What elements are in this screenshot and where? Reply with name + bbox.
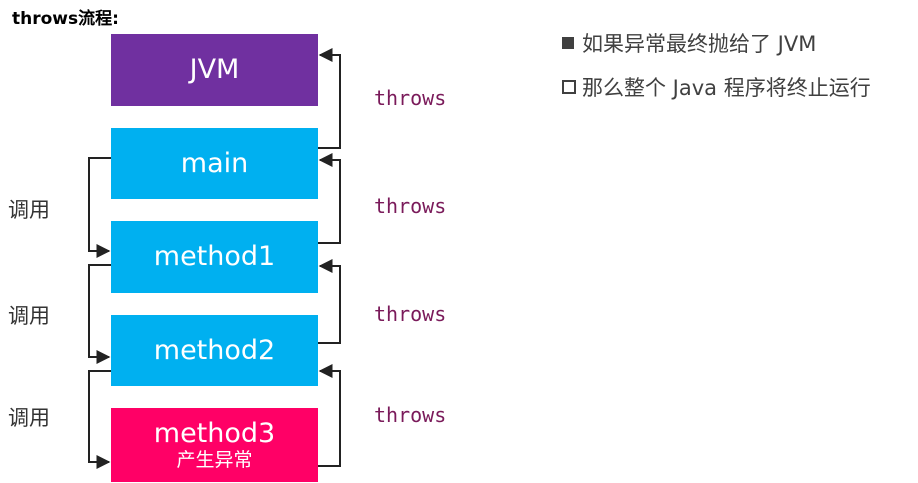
jvm-box-label: JVM xyxy=(189,54,240,86)
note-text: 那么整个 Java 程序将终止运行 xyxy=(582,76,871,100)
filled-square-bullet-icon xyxy=(562,37,574,49)
method1-box: method1 xyxy=(111,221,318,293)
diagram-title: throws流程: xyxy=(12,9,119,29)
method2-box-label: method2 xyxy=(153,334,276,366)
method3-box: method3 产生异常 xyxy=(111,408,318,482)
throws-arrow-method2-method1 xyxy=(318,259,341,344)
throws-label: throws xyxy=(374,302,447,326)
call-arrow-method2-method3 xyxy=(88,370,111,469)
call-label: 调用 xyxy=(8,304,50,328)
main-box-label: main xyxy=(180,147,249,179)
throws-arrow-method1-main xyxy=(318,153,341,244)
throws-arrow-method3-method2 xyxy=(318,364,341,467)
throws-label: throws xyxy=(374,194,447,218)
call-arrow-method1-method2 xyxy=(88,264,111,364)
note-item: 如果异常最终抛给了 JVM xyxy=(562,28,816,58)
call-label: 调用 xyxy=(8,406,50,430)
jvm-box: JVM xyxy=(111,34,318,106)
method1-box-label: method1 xyxy=(153,241,276,273)
throws-label: throws xyxy=(374,86,447,110)
method3-box-label: method3 xyxy=(153,417,276,449)
method2-box: method2 xyxy=(111,315,318,386)
call-arrow-main-method1 xyxy=(88,157,111,258)
method3-box-sublabel: 产生异常 xyxy=(176,449,253,472)
hollow-square-bullet-icon xyxy=(562,80,576,94)
throws-arrow-main-jvm xyxy=(318,48,341,149)
throws-label: throws xyxy=(374,403,447,427)
call-label: 调用 xyxy=(8,198,50,222)
note-item: 那么整个 Java 程序将终止运行 xyxy=(562,72,871,102)
note-text: 如果异常最终抛给了 JVM xyxy=(582,32,817,56)
main-box: main xyxy=(111,128,318,199)
